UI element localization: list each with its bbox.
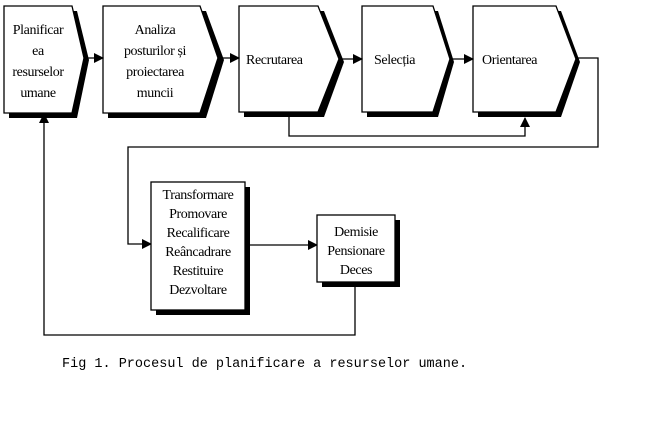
- exit-item: Demisie: [334, 225, 378, 240]
- arrow-exit-feedback-to-planning: [39, 113, 356, 336]
- step-label-line: resurselor: [12, 65, 64, 80]
- step-recrutarea: Recrutarea: [238, 5, 344, 117]
- step-label: Recrutarea: [246, 53, 304, 68]
- development-item: Transformare: [163, 188, 234, 203]
- development-item: Reâncadrare: [165, 245, 231, 260]
- development-item: Recalificare: [167, 226, 230, 241]
- step-label-line: proiectarea: [126, 65, 185, 80]
- arrow-orientare-to-development: [127, 57, 599, 249]
- step-label-line: muncii: [137, 86, 174, 101]
- development-box: Transformare Promovare Recalificare Reân…: [150, 181, 250, 315]
- step-label-line: umane: [20, 86, 56, 101]
- exit-item: Pensionare: [327, 244, 385, 259]
- development-item: Restituire: [173, 264, 224, 279]
- development-item: Dezvoltare: [169, 283, 227, 298]
- step-orientarea: Orientarea: [472, 5, 580, 117]
- step-label: Orientarea: [482, 53, 538, 68]
- development-item: Promovare: [169, 207, 227, 222]
- arrow-recrutare-to-orientare-bypass: [288, 117, 530, 137]
- figure-caption: Fig 1. Procesul de planificare a resurse…: [62, 357, 468, 372]
- exit-box: Demisie Pensionare Deces: [316, 214, 400, 287]
- step-label-line: posturilor și: [124, 44, 187, 59]
- step-selectia: Selecția: [361, 5, 454, 117]
- step-analiza-posturilor: Analiza posturilor și proiectarea muncii: [102, 5, 224, 118]
- step-label: Selecția: [374, 53, 416, 68]
- step-planificarea: Planificar ea resurselor umane: [3, 5, 89, 118]
- exit-item: Deces: [340, 263, 372, 278]
- step-label-line: Analiza: [135, 23, 177, 38]
- step-label-line: Planificar: [13, 23, 64, 38]
- step-label-line: ea: [32, 44, 45, 59]
